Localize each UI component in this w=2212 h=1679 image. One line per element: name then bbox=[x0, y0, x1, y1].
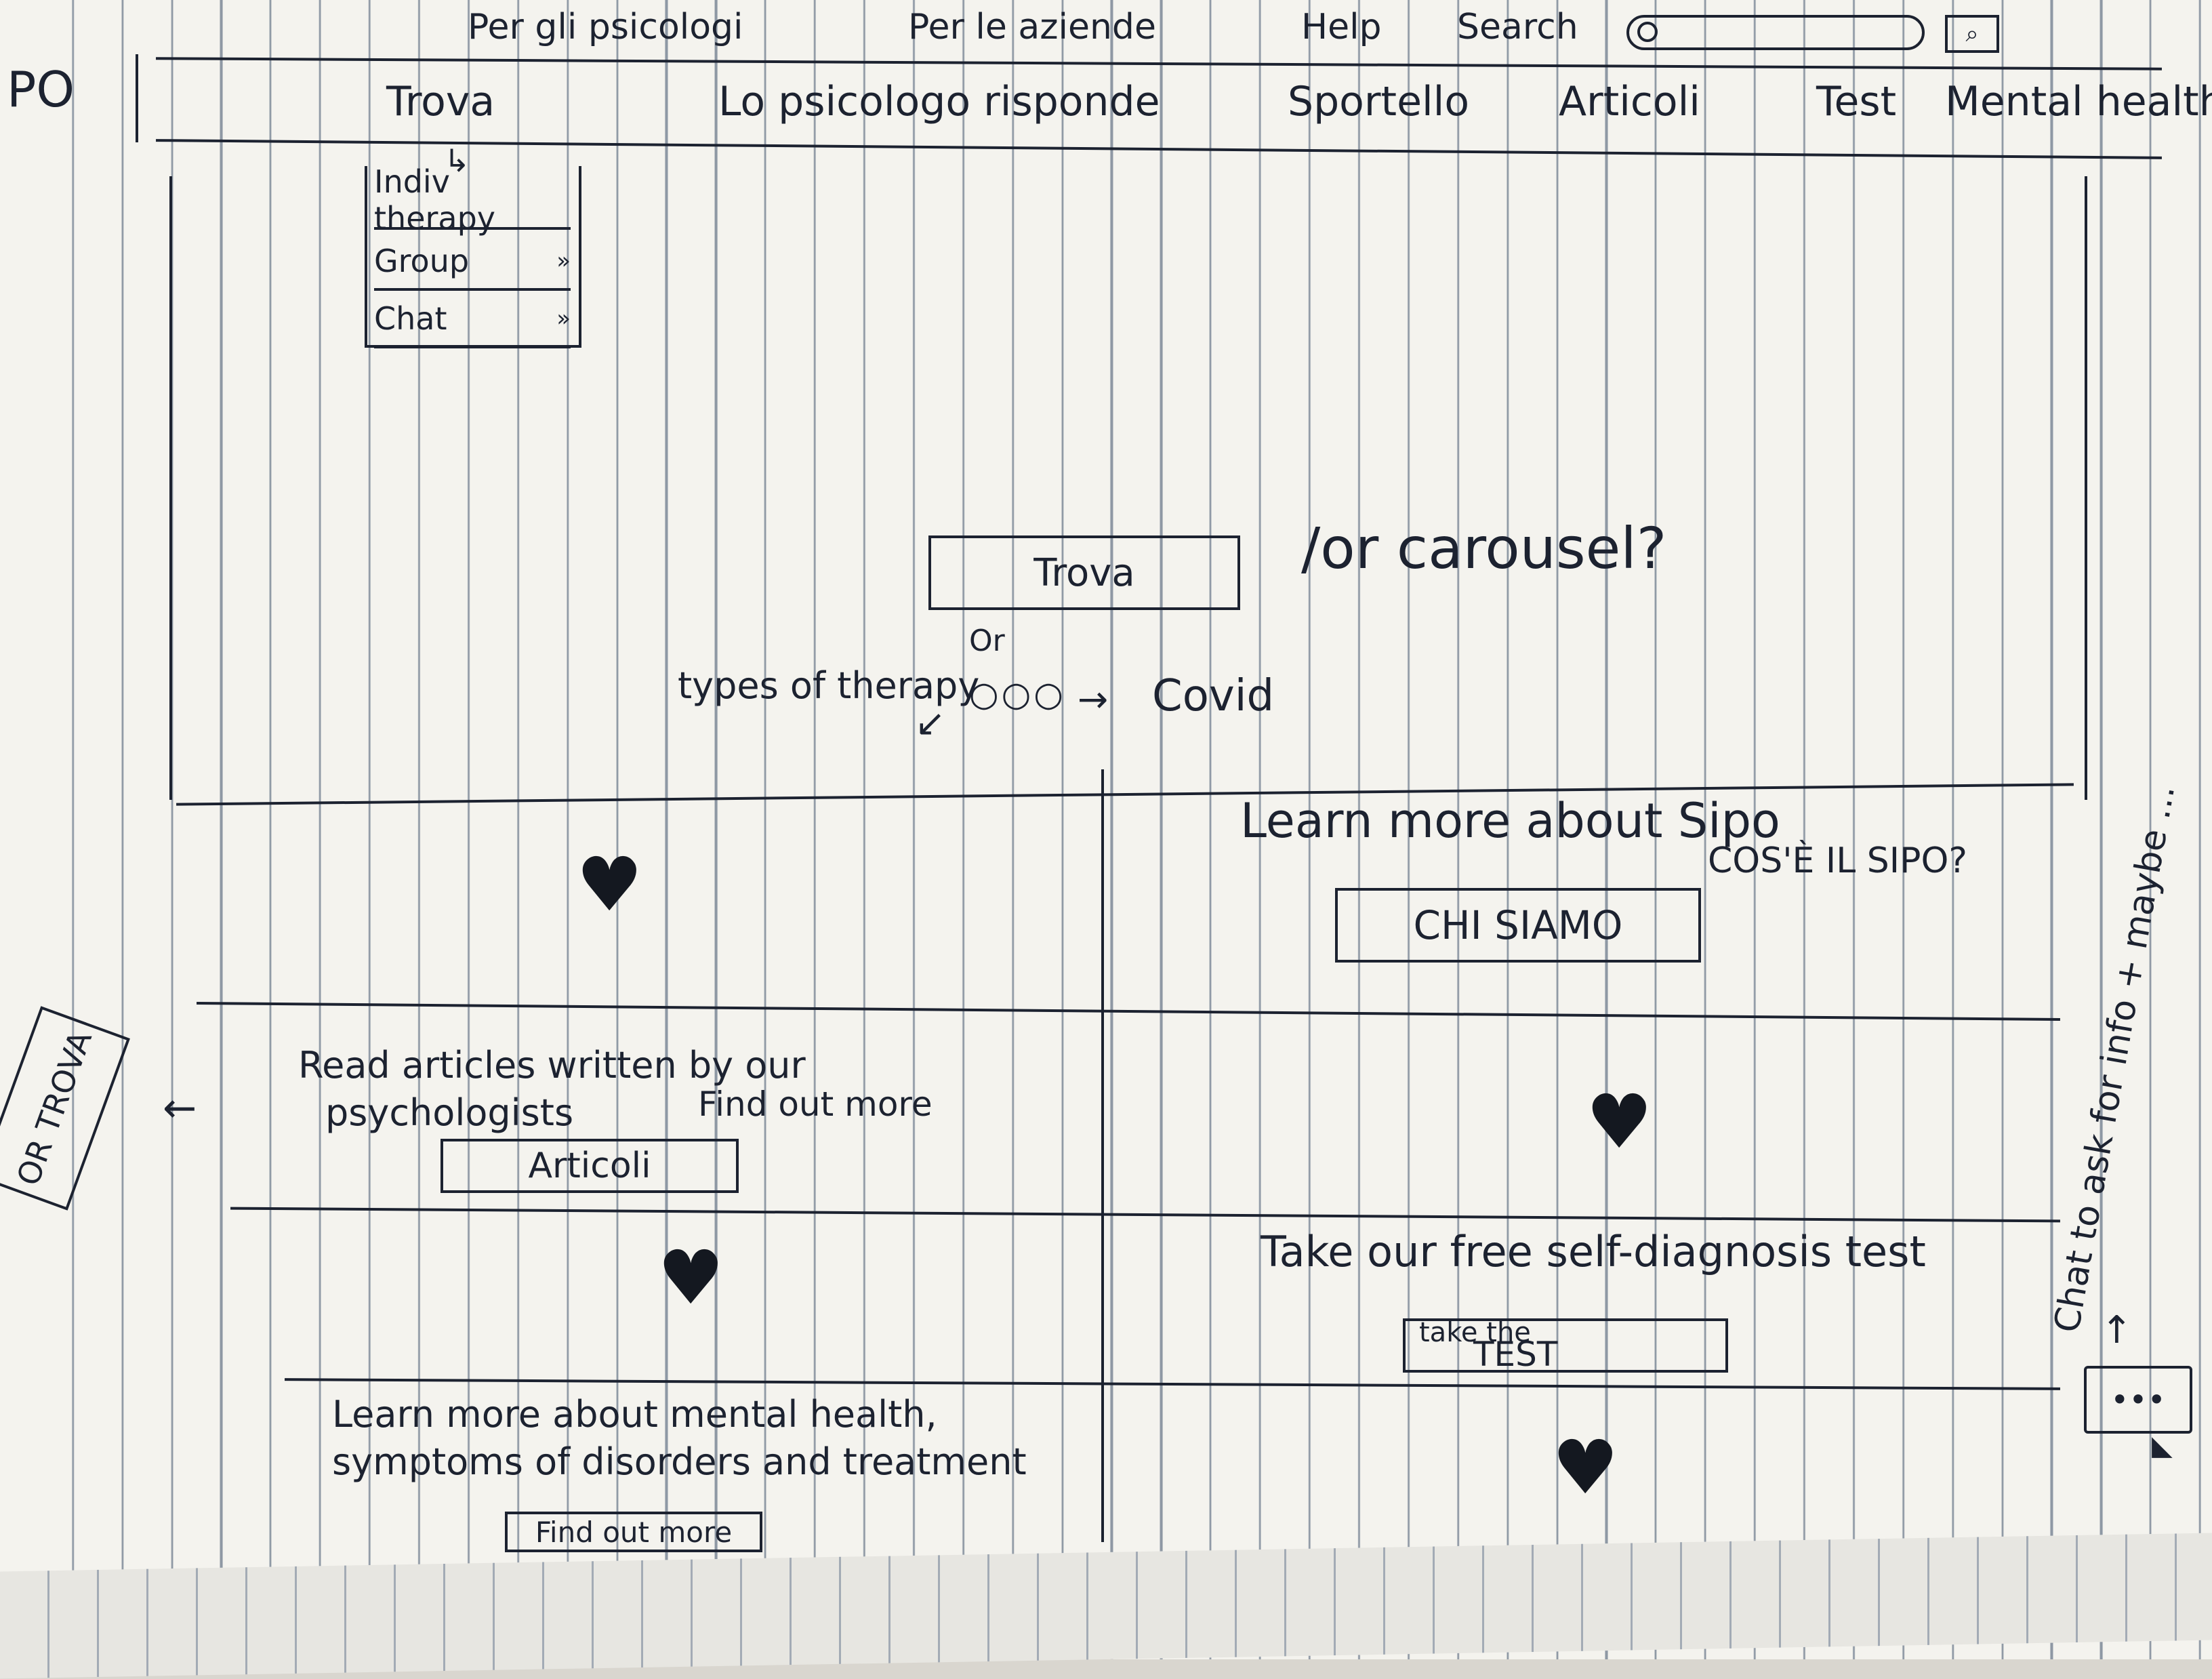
carousel-dots[interactable]: ○○○ bbox=[969, 674, 1066, 714]
mental-health-text: Learn more about mental health, bbox=[332, 1393, 937, 1436]
search-button[interactable]: ⌕ bbox=[1945, 15, 1999, 53]
carousel-types-of-therapy[interactable]: types of therapy bbox=[678, 664, 980, 707]
dropdown-item-label: Group bbox=[374, 243, 470, 279]
logo[interactable]: PO bbox=[7, 61, 75, 118]
nav-item-test[interactable]: Test bbox=[1816, 78, 1897, 125]
test-button-small-label: take the bbox=[1419, 1317, 1531, 1348]
chevron-right-icon: » bbox=[556, 247, 571, 275]
dropdown-item-label: Indiv therapy bbox=[374, 163, 496, 237]
articles-text: psychologists bbox=[325, 1091, 574, 1134]
arrow-right-icon: → bbox=[1078, 678, 1109, 721]
nav-companies-link[interactable]: Per le aziende bbox=[908, 7, 1156, 47]
heart-icon: ♥ bbox=[1552, 1424, 1619, 1511]
top-nav: Per gli psicologi Per le aziende Help Se… bbox=[461, 0, 2020, 61]
nav-item-trova[interactable]: Trova bbox=[386, 78, 495, 125]
test-button-label: TEST bbox=[1473, 1335, 1558, 1374]
nav-psychologists-link[interactable]: Per gli psicologi bbox=[468, 7, 743, 47]
about-alt-label: COS'È IL SIPO? bbox=[1708, 841, 1967, 881]
arrow-left-icon: ← bbox=[163, 1085, 197, 1132]
arrow-up-icon: ↑ bbox=[2101, 1308, 2133, 1352]
articles-text: Read articles written by our bbox=[298, 1044, 806, 1087]
articoli-button[interactable]: Articoli bbox=[441, 1139, 739, 1193]
hero-carousel-note: /or carousel? bbox=[1301, 515, 1667, 582]
dropdown-item-group[interactable]: Group » bbox=[374, 234, 571, 291]
nav-help-link[interactable]: Help bbox=[1301, 7, 1382, 47]
hero-trova-button[interactable]: Trova bbox=[928, 535, 1240, 610]
heart-icon: ♥ bbox=[1586, 1078, 1653, 1165]
heart-icon: ♥ bbox=[657, 1234, 724, 1321]
trova-dropdown: Indiv therapy Group » Chat » bbox=[365, 163, 581, 348]
search-label: Search bbox=[1457, 7, 1578, 47]
mental-health-text: symptoms of disorders and treatment bbox=[332, 1440, 1027, 1483]
column-divider bbox=[1101, 769, 1104, 1542]
carousel-covid[interactable]: Covid bbox=[1152, 671, 1275, 721]
hero-or-label: Or bbox=[969, 624, 1005, 658]
articles-alt-label: Find out more bbox=[698, 1085, 933, 1124]
logo-divider bbox=[136, 54, 138, 142]
dropdown-item-chat[interactable]: Chat » bbox=[374, 291, 571, 348]
nav-item-psicologo-risponde[interactable]: Lo psicologo risponde bbox=[718, 78, 1160, 125]
chevron-right-icon: » bbox=[556, 305, 571, 332]
chat-bubble-button[interactable]: ••• bbox=[2084, 1366, 2192, 1434]
test-heading: Take our free self-diagnosis test bbox=[1261, 1227, 1926, 1276]
chi-siamo-button[interactable]: CHI SIAMO bbox=[1335, 888, 1701, 963]
chat-bubble-tail-icon: ◣ bbox=[2152, 1430, 2173, 1461]
dropdown-item-label: Chat bbox=[374, 300, 447, 337]
nav-item-articoli[interactable]: Articoli bbox=[1559, 78, 1700, 125]
about-heading: Learn more about Sipo bbox=[1240, 793, 1780, 849]
arrow-left-icon: ↙ bbox=[915, 702, 946, 744]
search-input[interactable] bbox=[1626, 15, 1925, 50]
test-button[interactable]: take the TEST bbox=[1403, 1317, 1728, 1374]
nav-item-sportello[interactable]: Sportello bbox=[1288, 78, 1470, 125]
dropdown-item-indiv-therapy[interactable]: Indiv therapy bbox=[374, 163, 571, 237]
heart-icon: ♥ bbox=[576, 841, 643, 928]
search-icon bbox=[1637, 22, 1658, 42]
dropdown-arrow-icon: ↳ bbox=[444, 142, 470, 179]
nav-item-mental-health[interactable]: Mental health bbox=[1945, 78, 2212, 125]
hero-section bbox=[169, 176, 2087, 800]
mental-health-find-out-more-button[interactable]: Find out more bbox=[505, 1512, 762, 1552]
